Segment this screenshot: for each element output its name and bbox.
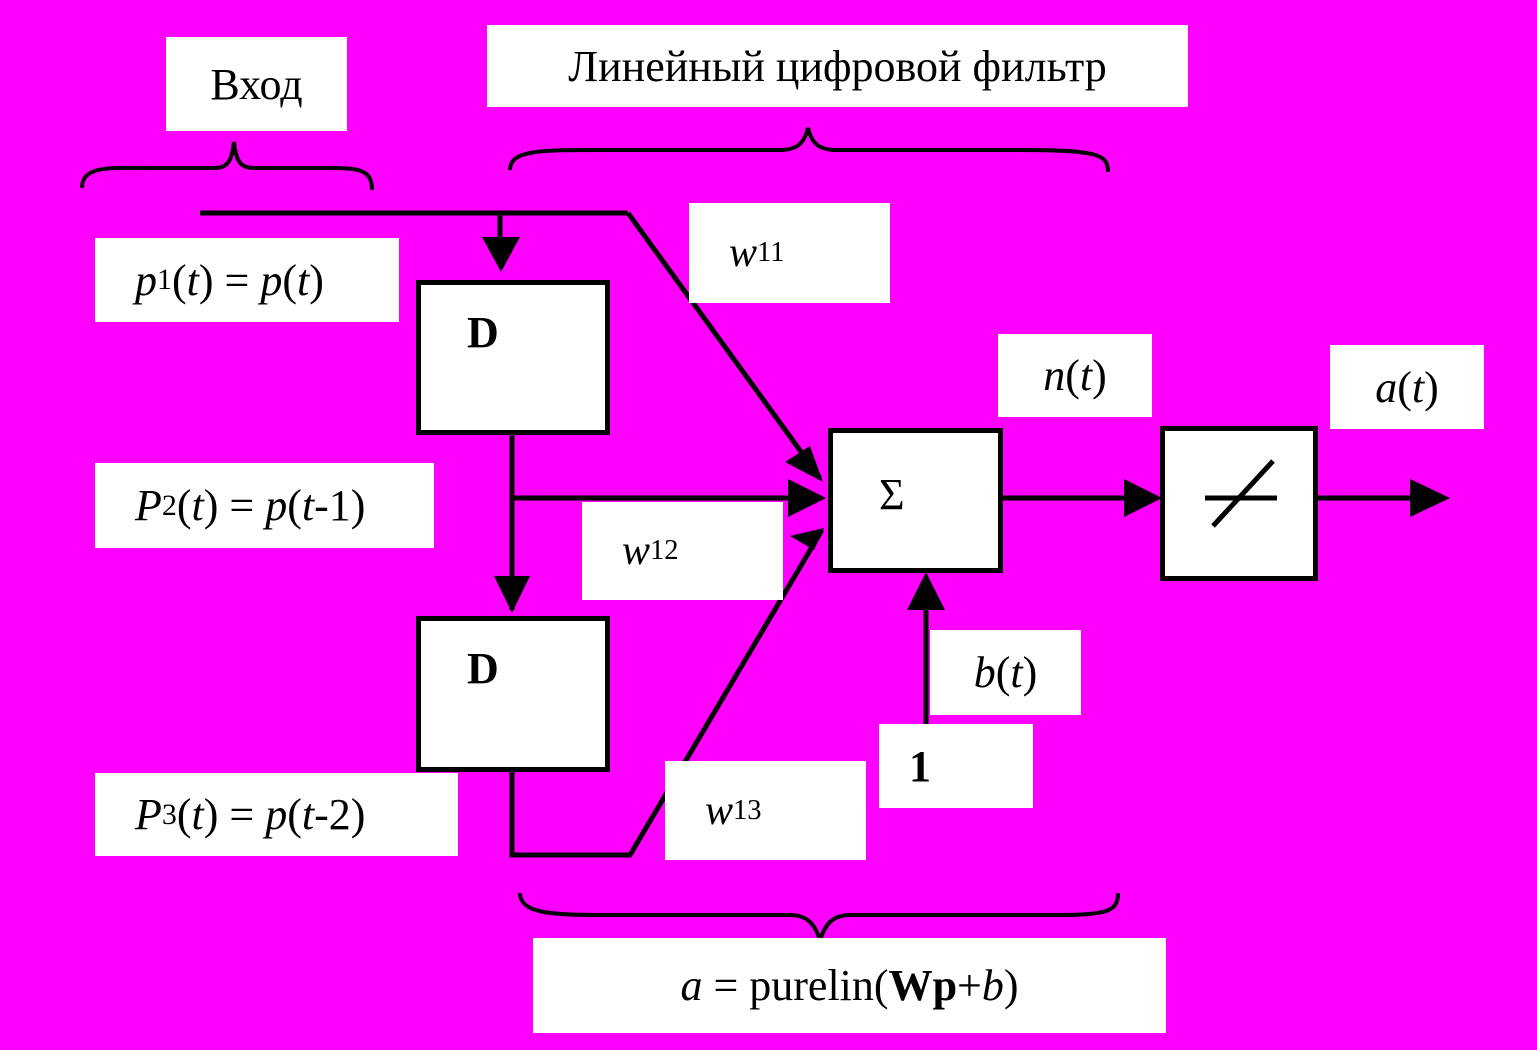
delay-block-1-label: D — [467, 308, 499, 357]
arrow-w11 — [785, 446, 823, 482]
filter-label-text: Линейный цифровой фильтр — [568, 41, 1107, 91]
sum-block: Σ — [828, 428, 1003, 573]
a-output-sym: a — [1375, 362, 1398, 412]
a-output-label: a(t) — [1330, 345, 1484, 429]
formula-b: b — [981, 961, 1004, 1010]
w13-sym: w — [705, 787, 734, 834]
p2-rhs-var: t — [301, 481, 315, 530]
n-label: n(t) — [998, 334, 1152, 417]
a-output-arg: t — [1411, 362, 1425, 412]
w13-sub: 13 — [733, 794, 762, 826]
input-brace — [80, 141, 374, 191]
linear-transfer-icon — [1205, 459, 1277, 528]
formula-eq: = purelin( — [702, 961, 889, 1010]
arrow-w12 — [788, 479, 826, 517]
p2-rhs-sym: p — [265, 481, 288, 530]
p3-sub: 3 — [161, 797, 177, 831]
w12-sym: w — [622, 528, 651, 574]
p2-lhs-arg: t — [191, 481, 204, 530]
filter-label: Линейный цифровой фильтр — [487, 25, 1188, 107]
b-arg: t — [1010, 648, 1023, 697]
p2-sub: 2 — [161, 488, 177, 522]
p2-sym: P — [135, 481, 162, 530]
p1-rhs-sym: p — [260, 255, 283, 305]
arrow-activation — [1124, 479, 1162, 517]
delay-block-1: D — [416, 280, 610, 435]
w11-sub: 11 — [757, 237, 785, 268]
delay-block-2-label: D — [467, 644, 499, 693]
bias-one-text: 1 — [909, 741, 931, 791]
w13-path — [509, 528, 825, 858]
delay-block-2: D — [416, 616, 610, 772]
p1-lhs-arg: t — [186, 255, 199, 305]
arrow-delay1 — [482, 237, 520, 272]
p3-rhs-tail: -2 — [314, 790, 351, 839]
p1-sub: 1 — [157, 263, 172, 296]
p3-lhs-arg: t — [191, 790, 204, 839]
p2-eq: = — [218, 481, 266, 530]
p2-rhs-tail: -1 — [314, 481, 351, 530]
w11-sym: w — [729, 230, 758, 276]
p3-eq: = — [218, 790, 266, 839]
b-label: b(t) — [930, 630, 1081, 715]
bias-one-label: 1 — [879, 724, 1033, 808]
p3-sym: P — [135, 790, 162, 839]
p3-rhs-sym: p — [265, 790, 288, 839]
p1-sym: p — [135, 255, 157, 305]
p1-eq: = — [213, 255, 261, 305]
n-sym: n — [1043, 351, 1066, 400]
formula-p: p — [932, 961, 958, 1010]
arrow-w13 — [790, 528, 824, 550]
w11-path — [625, 211, 823, 480]
input-label: Вход — [166, 37, 347, 131]
arrow-delay2 — [494, 576, 530, 613]
output-brace — [518, 892, 1120, 947]
arrow-bias — [907, 572, 945, 610]
formula-plus: + — [957, 961, 982, 1010]
formula-a: a — [680, 961, 703, 1010]
input-label-text: Вход — [210, 59, 303, 109]
p3-rhs-var: t — [301, 790, 315, 839]
b-sym: b — [973, 648, 996, 697]
p1-rhs-arg: t — [296, 255, 310, 305]
filter-brace — [508, 127, 1110, 173]
arrow-output — [1410, 479, 1450, 517]
n-arg: t — [1079, 351, 1093, 400]
formula-close: ) — [1003, 961, 1019, 1010]
formula-W: W — [888, 961, 933, 1010]
linear-activation-block — [1160, 426, 1318, 581]
sum-block-symbol: Σ — [879, 470, 905, 519]
w12-sub: 12 — [650, 535, 679, 566]
